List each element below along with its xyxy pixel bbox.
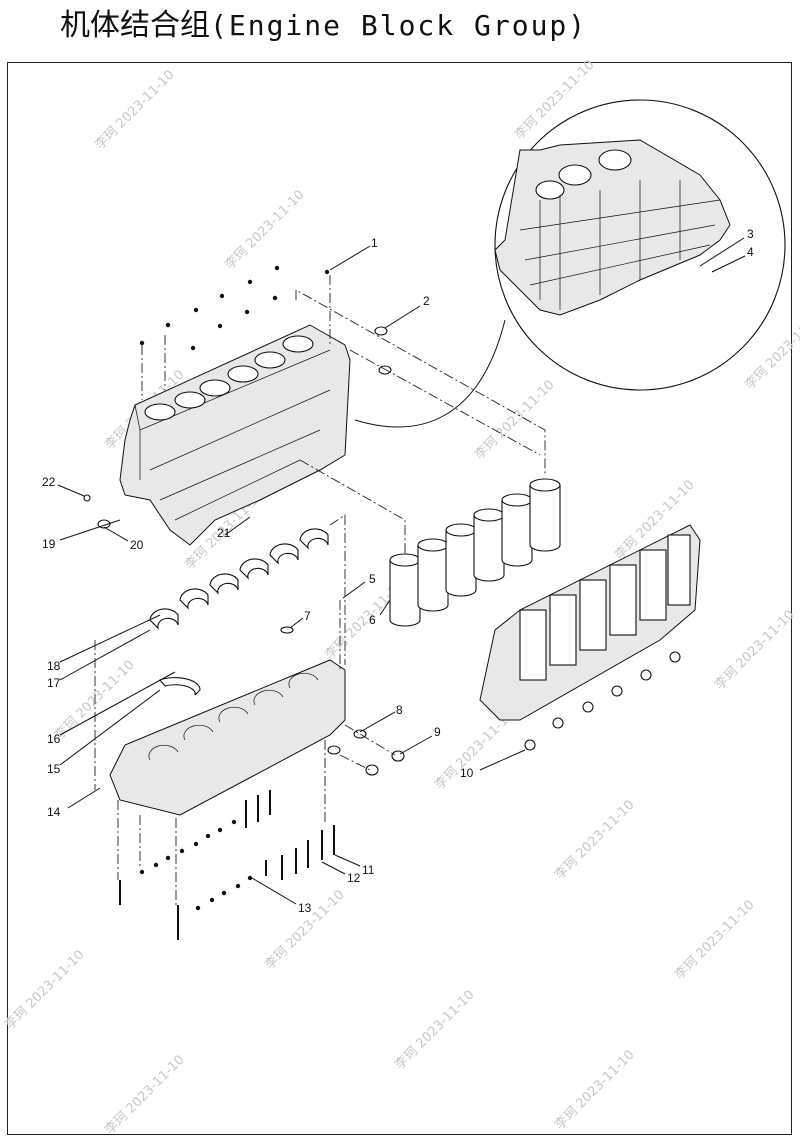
- callout-7: 7: [304, 609, 311, 623]
- callout-13: 13: [298, 901, 312, 915]
- watermark: 李珂 2023-11-10: [392, 987, 477, 1072]
- watermark: 李珂 2023-11-10: [2, 947, 87, 1032]
- callout-11: 11: [362, 863, 375, 877]
- callout-20: 20: [130, 538, 144, 552]
- watermark: 李珂 2023-11-10: [92, 67, 177, 152]
- bearing-shells: [149, 528, 329, 696]
- watermark: 李珂 2023-11-10: [552, 797, 637, 882]
- projection-lines: [94, 275, 546, 905]
- engine-block: [119, 324, 351, 546]
- bolts: [119, 790, 335, 940]
- page-title: 机体结合组(Engine Block Group): [60, 4, 587, 48]
- callout-1: 1: [371, 236, 378, 250]
- callout-labels: 1 2 3 4 5 6 7 8 9 10 11 12 13 14 15 16 1…: [42, 227, 754, 915]
- watermark: 李珂 2023-11-10: [552, 1047, 637, 1132]
- crankcase: [109, 659, 346, 816]
- callout-15: 15: [47, 762, 61, 776]
- cylinder-liners: [389, 478, 561, 627]
- callout-6: 6: [369, 613, 376, 627]
- watermark: 李珂 2023-11-10: [102, 1052, 187, 1137]
- callout-22: 22: [42, 475, 56, 489]
- block-with-liners: [479, 524, 701, 751]
- callout-8: 8: [396, 703, 403, 717]
- title-english: (Engine Block Group): [210, 9, 588, 42]
- callout-17: 17: [47, 676, 61, 690]
- leader-lines: [57, 237, 746, 905]
- watermark: 李珂 2023-11-10: [712, 607, 797, 692]
- callout-5: 5: [369, 572, 376, 586]
- stud-dots: [139, 265, 330, 351]
- title-chinese: 机体结合组: [60, 8, 210, 43]
- callout-19: 19: [42, 537, 56, 551]
- callout-18: 18: [47, 659, 61, 673]
- diagram-frame: [7, 62, 792, 1135]
- callout-10: 10: [460, 766, 474, 780]
- small-bolts: [139, 819, 253, 911]
- callout-3: 3: [747, 227, 754, 241]
- callout-21: 21: [217, 526, 231, 540]
- callout-12: 12: [347, 871, 361, 885]
- watermark: 李珂 2023-11-10: [222, 187, 307, 272]
- callout-2: 2: [423, 294, 430, 308]
- callout-4: 4: [747, 245, 754, 259]
- callout-16: 16: [47, 732, 61, 746]
- callout-14: 14: [47, 805, 61, 819]
- detail-inset: [354, 99, 786, 428]
- watermark: 李珂 2023-11-10: [672, 897, 757, 982]
- callout-9: 9: [434, 725, 441, 739]
